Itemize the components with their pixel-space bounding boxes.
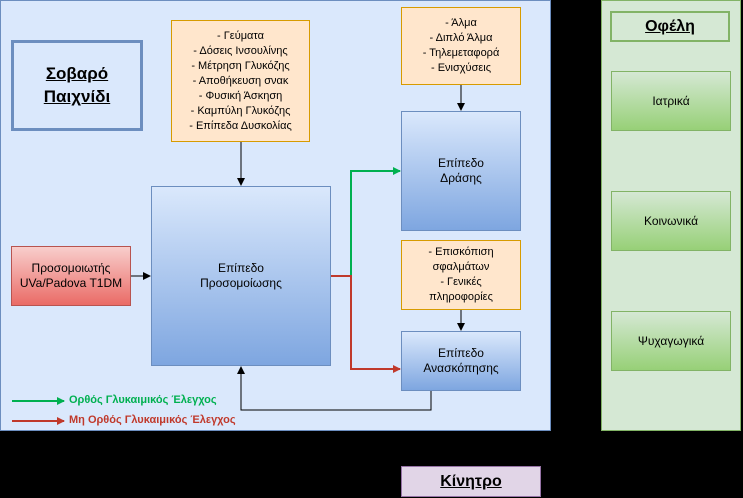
note-line: - Ενισχύσεις <box>430 62 492 74</box>
benefit-entertainment: Ψυχαγωγικά <box>611 311 731 371</box>
motivation-box: Κίνητρο <box>401 466 541 497</box>
note-line: - Καμπύλη Γλυκόζης <box>190 104 291 117</box>
arrow-incorrect-to-review <box>331 275 401 373</box>
note-line: - Επίπεδα Δυσκολίας <box>189 119 292 132</box>
benefit-medical: Ιατρικά <box>611 71 731 131</box>
note-line: πληροφορίες <box>429 291 493 303</box>
note-line: - Δόσεις Ινσουλίνης <box>193 44 288 57</box>
note-line: σφαλμάτων <box>432 261 490 273</box>
simulation-params-note: - Γεύματα - Δόσεις Ινσουλίνης - Μέτρηση … <box>171 20 310 142</box>
note-line: - Φυσική Άσκηση <box>198 89 283 102</box>
note-line: - Άλμα <box>445 17 477 29</box>
legend-incorrect-label: Μη Ορθός Γλυκαιμικός Έλεγχος <box>69 414 236 426</box>
note-line: - Μέτρηση Γλυκόζης <box>191 59 290 72</box>
note-line: - Τηλεμεταφορά <box>422 47 500 59</box>
note-line: - Γεύματα <box>217 29 264 42</box>
arrow-correct-to-action <box>331 167 401 277</box>
benefits-title: Οφέλη <box>610 11 730 42</box>
simulation-level-box: Επίπεδο Προσομοίωσης <box>151 186 331 366</box>
simulator-box: Προσομοιωτής UVa/Padova T1DM <box>11 246 131 306</box>
action-params-note: - Άλμα - Διπλό Άλμα - Τηλεμεταφορά - Ενι… <box>401 7 521 85</box>
arrow-review-to-simulation <box>237 366 432 411</box>
note-line: - Γενικές <box>440 276 482 288</box>
review-level-box: Επίπεδο Ανασκόπησης <box>401 331 521 391</box>
review-params-note: - Επισκόπιση σφαλμάτων - Γενικές πληροφο… <box>401 240 521 310</box>
benefit-social: Κοινωνικά <box>611 191 731 251</box>
action-level-box: Επίπεδο Δράσης <box>401 111 521 231</box>
note-line: - Διπλό Άλμα <box>429 32 493 44</box>
note-line: - Αποθήκευση σνακ <box>192 74 289 87</box>
note-line: - Επισκόπιση <box>428 246 494 258</box>
diagram-title: Σοβαρό Παιχνίδι <box>11 40 143 131</box>
legend-correct-label: Ορθός Γλυκαιμικός Έλεγχος <box>69 394 217 406</box>
